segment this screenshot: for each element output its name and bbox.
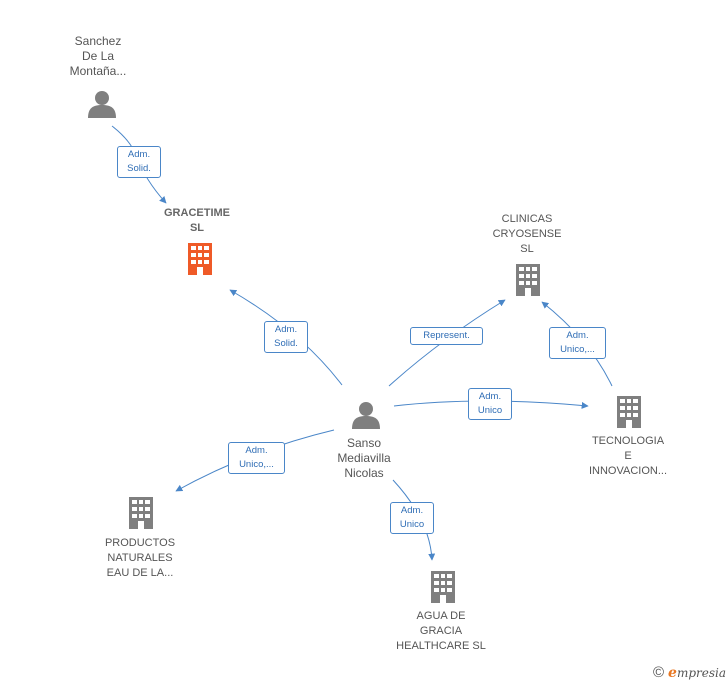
- productos-building-icon[interactable]: [129, 497, 153, 529]
- agua-building-icon[interactable]: [431, 571, 455, 603]
- sanso-label[interactable]: Sanso Mediavilla Nicolas: [337, 436, 391, 480]
- edge-label-sanchez-gracetime: Adm. Solid.: [117, 146, 161, 178]
- tecnologia-building-icon[interactable]: [617, 396, 641, 428]
- edge-label-sanso-tecnologia: Adm. Unico: [468, 388, 512, 420]
- tecnologia-label[interactable]: TECNOLOGIA E INNOVACION...: [588, 435, 668, 477]
- gracetime-building-icon[interactable]: [188, 243, 212, 275]
- edge-label-tecnologia-clinicas: Adm. Unico,...: [549, 327, 606, 359]
- gracetime-label[interactable]: GRACETIME SL: [164, 207, 230, 234]
- sanso-person-icon[interactable]: [352, 402, 380, 429]
- agua-label[interactable]: AGUA DE GRACIA HEALTHCARE SL: [396, 610, 486, 652]
- edge-label-sanso-agua: Adm. Unico: [390, 502, 434, 534]
- footer-brand: © empresia: [653, 664, 726, 681]
- empresia-logo[interactable]: empresia: [668, 664, 726, 681]
- copyright-symbol: ©: [652, 664, 665, 681]
- sanchez-person-icon[interactable]: [88, 91, 116, 118]
- edge-label-sanso-clinicas: Represent.: [410, 327, 483, 345]
- edge-label-sanso-productos: Adm. Unico,...: [228, 442, 285, 474]
- edge-label-sanso-gracetime: Adm. Solid.: [264, 321, 308, 353]
- clinicas-label[interactable]: CLINICAS CRYOSENSE SL: [492, 213, 562, 255]
- clinicas-building-icon[interactable]: [516, 264, 540, 296]
- productos-label[interactable]: PRODUCTOS NATURALES EAU DE LA...: [104, 537, 176, 579]
- sanchez-label[interactable]: Sanchez De La Montaña...: [69, 34, 127, 78]
